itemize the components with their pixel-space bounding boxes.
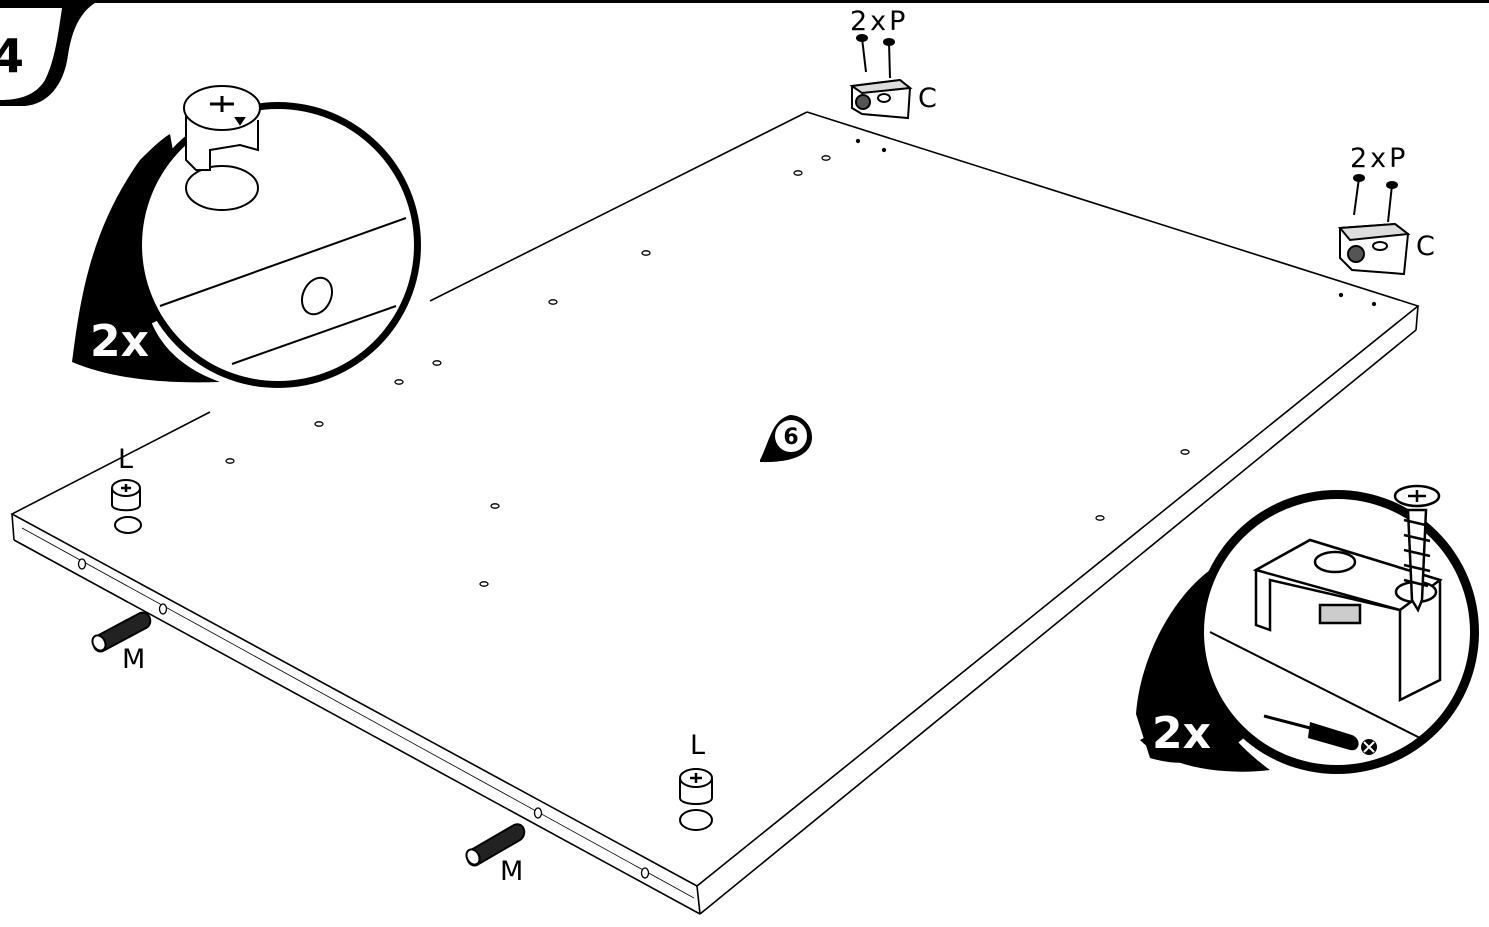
screw-icon: [856, 34, 895, 79]
dowel-bottom-label: M: [500, 856, 523, 887]
cam-housing-icon: [1337, 222, 1411, 276]
cam-housing-icon: [849, 78, 913, 120]
cam-lock-left-label: L: [118, 444, 133, 475]
screws-top-group: 2xP C: [849, 6, 937, 120]
detail-board-lines: [159, 217, 407, 365]
detail-callout-right: 2x: [1136, 484, 1479, 774]
cam-lock-left-group: L: [111, 444, 142, 534]
screwdriver-icon: [1263, 714, 1377, 755]
cam-housing-detail-icon: [1252, 538, 1443, 703]
step-number: 4: [0, 29, 24, 83]
board-holes: [77, 138, 1377, 879]
detail-callout-left: 2x: [72, 85, 421, 388]
cam-right-label: C: [1416, 231, 1435, 262]
screws-right-label: 2xP: [1350, 143, 1408, 174]
screw-detail-icon: [1393, 484, 1441, 613]
screws-top-label: 2xP: [850, 6, 908, 37]
cam-lock-bottom-group: L: [679, 730, 713, 831]
step-header: 4: [0, 0, 1489, 106]
cam-lock-detail-icon: [183, 85, 261, 211]
cam-top-label: C: [918, 83, 937, 114]
dowel-left-label: M: [122, 644, 145, 675]
dowel-icon: [465, 823, 526, 867]
cam-lock-bottom-label: L: [690, 730, 705, 761]
panel-number-badge: 6: [760, 415, 812, 463]
cam-lock-icon: [679, 768, 713, 831]
screw-icon: [1353, 174, 1398, 223]
panel-number: 6: [783, 425, 798, 450]
cam-lock-icon: [111, 479, 142, 534]
dowel-icon: [91, 611, 152, 653]
dowel-bottom-group: M: [465, 823, 526, 887]
left-quantity: 2x: [90, 316, 149, 367]
screws-right-group: 2xP C: [1337, 143, 1435, 276]
dowel-left-group: M: [91, 611, 152, 675]
right-quantity: 2x: [1152, 708, 1211, 759]
board-panel: [10, 111, 1420, 915]
